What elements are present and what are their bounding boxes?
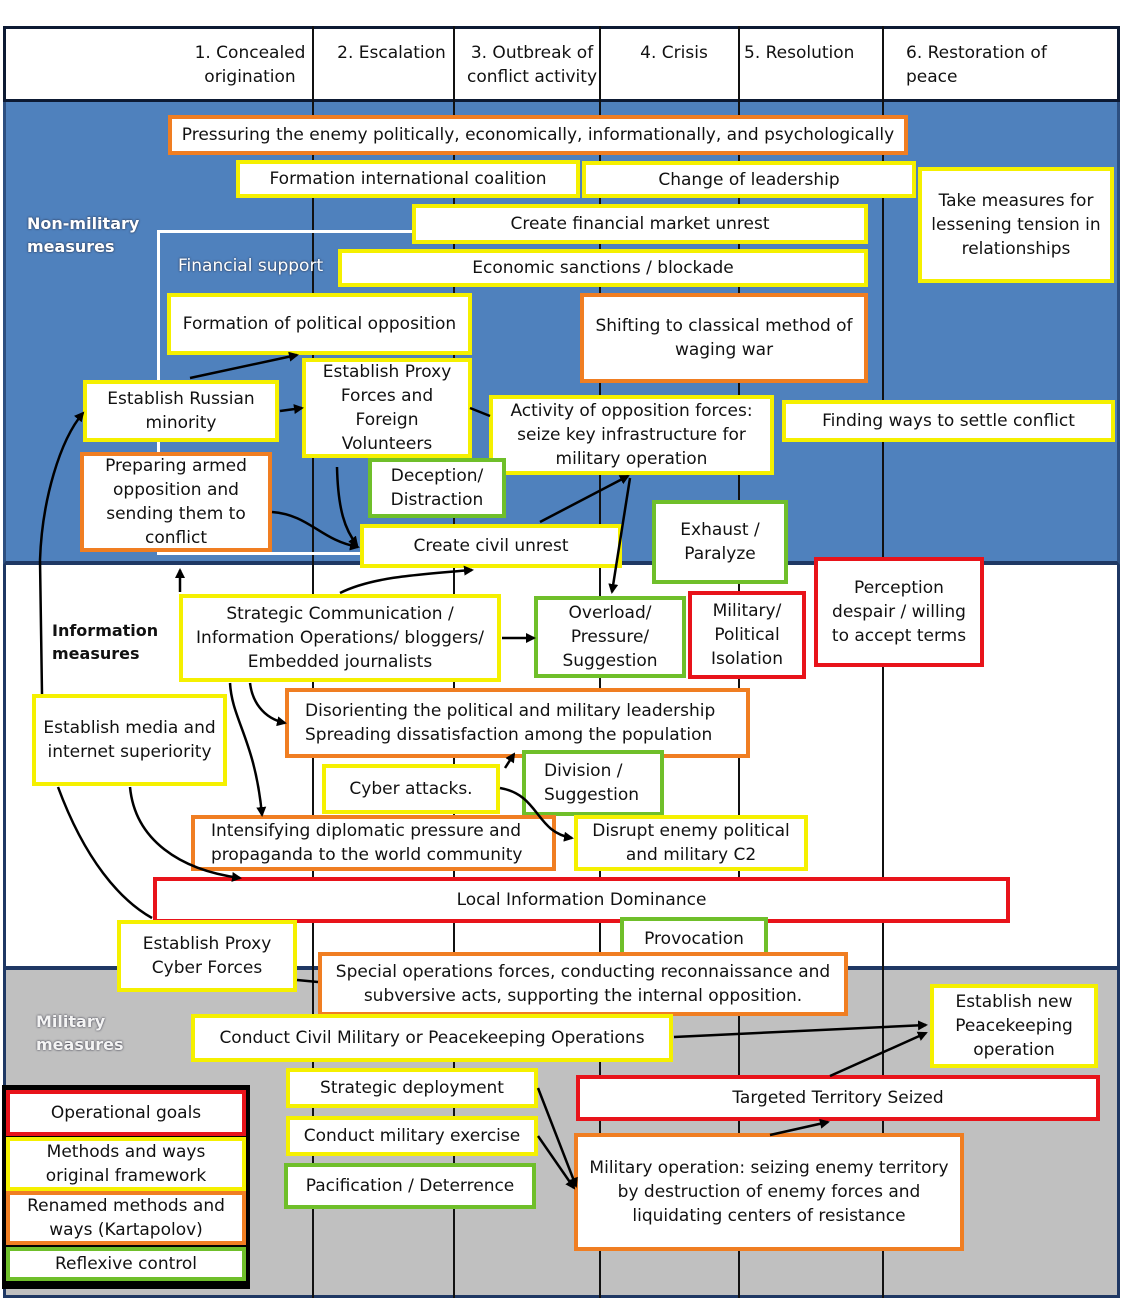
- box-isolation: Military/ Political Isolation: [688, 591, 806, 679]
- box-settle-conflict: Finding ways to settle conflict: [782, 400, 1115, 442]
- phase-6: 6. Restoration of peace: [906, 43, 1047, 87]
- box-sanctions: Economic sanctions / blockade: [338, 249, 868, 287]
- box-lessening-tension: Take measures for lessening tension in r…: [918, 167, 1114, 283]
- box-special-ops: Special operations forces, conducting re…: [318, 952, 848, 1016]
- legend-reflexive-control: Reflexive control: [6, 1247, 246, 1281]
- financial-support-label: Financial support: [178, 256, 324, 276]
- information-label: Information measures: [52, 621, 159, 663]
- box-disrupt-c2: Disrupt enemy political and military C2: [574, 815, 808, 871]
- box-civil-unrest: Create civil unrest: [360, 524, 622, 568]
- box-info-dominance: Local Information Dominance: [153, 877, 1010, 923]
- box-proxy-forces: Establish Proxy Forces and Foreign Volun…: [302, 358, 472, 458]
- box-deception: Deception/ Distraction: [368, 458, 506, 518]
- box-disorienting: Disorienting the political and military …: [285, 688, 750, 758]
- box-overload: Overload/ Pressure/ Suggestion: [534, 596, 686, 678]
- military-label: Military measures: [36, 1012, 124, 1054]
- box-opposition-activity: Activity of opposition forces: seize key…: [489, 395, 774, 475]
- phase-2: 2. Escalation: [337, 43, 446, 63]
- box-diplomatic-pressure: Intensifying diplomatic pressure and pro…: [191, 815, 556, 871]
- box-media-superiority: Establish media and internet superiority: [32, 694, 227, 786]
- legend-renamed-methods: Renamed methods and ways (Kartapolov): [6, 1191, 246, 1245]
- box-territory-seized: Targeted Territory Seized: [576, 1075, 1100, 1121]
- non-military-label: Non-military measures: [27, 214, 140, 256]
- box-perception-despair: Perception despair / willing to accept t…: [814, 557, 984, 667]
- phase-1: 1. Concealed origination: [194, 43, 306, 87]
- box-new-peacekeeping: Establish new Peacekeeping operation: [930, 984, 1098, 1068]
- box-coalition: Formation international coalition: [236, 160, 580, 198]
- box-proxy-cyber: Establish Proxy Cyber Forces: [117, 920, 297, 992]
- legend-original-methods: Methods and ways original framework: [6, 1137, 246, 1191]
- box-leadership-change: Change of leadership: [582, 161, 916, 198]
- box-civil-military-ops: Conduct Civil Military or Peacekeeping O…: [191, 1014, 673, 1062]
- legend: Operational goals Methods and ways origi…: [2, 1085, 250, 1289]
- box-political-opposition: Formation of political opposition: [167, 293, 472, 355]
- phase-4: 4. Crisis: [640, 43, 708, 63]
- box-military-operation: Military operation: seizing enemy territ…: [574, 1133, 964, 1251]
- phase-5: 5. Resolution: [744, 43, 855, 63]
- box-exhaust: Exhaust / Paralyze: [652, 500, 788, 584]
- box-pacification: Pacification / Deterrence: [284, 1163, 536, 1209]
- box-cyber-attacks: Cyber attacks.: [322, 764, 500, 814]
- box-strategic-deployment: Strategic deployment: [286, 1068, 538, 1108]
- box-classical-war: Shifting to classical method of waging w…: [580, 293, 868, 383]
- box-armed-opposition: Preparing armed opposition and sending t…: [80, 452, 272, 552]
- box-military-exercise: Conduct military exercise: [286, 1116, 538, 1156]
- legend-operational-goals: Operational goals: [6, 1090, 246, 1136]
- box-financial-unrest: Create financial market unrest: [412, 204, 868, 244]
- box-russian-minority: Establish Russian minority: [83, 380, 279, 442]
- box-strategic-comm: Strategic Communication / Information Op…: [179, 594, 501, 682]
- phase-header: 1. Concealed origination 2. Escalation 3…: [3, 26, 1120, 102]
- box-division: Division / Suggestion: [522, 750, 664, 816]
- box-pressuring: Pressuring the enemy politically, econom…: [168, 115, 908, 155]
- phase-3: 3. Outbreak of conflict activity: [466, 43, 598, 87]
